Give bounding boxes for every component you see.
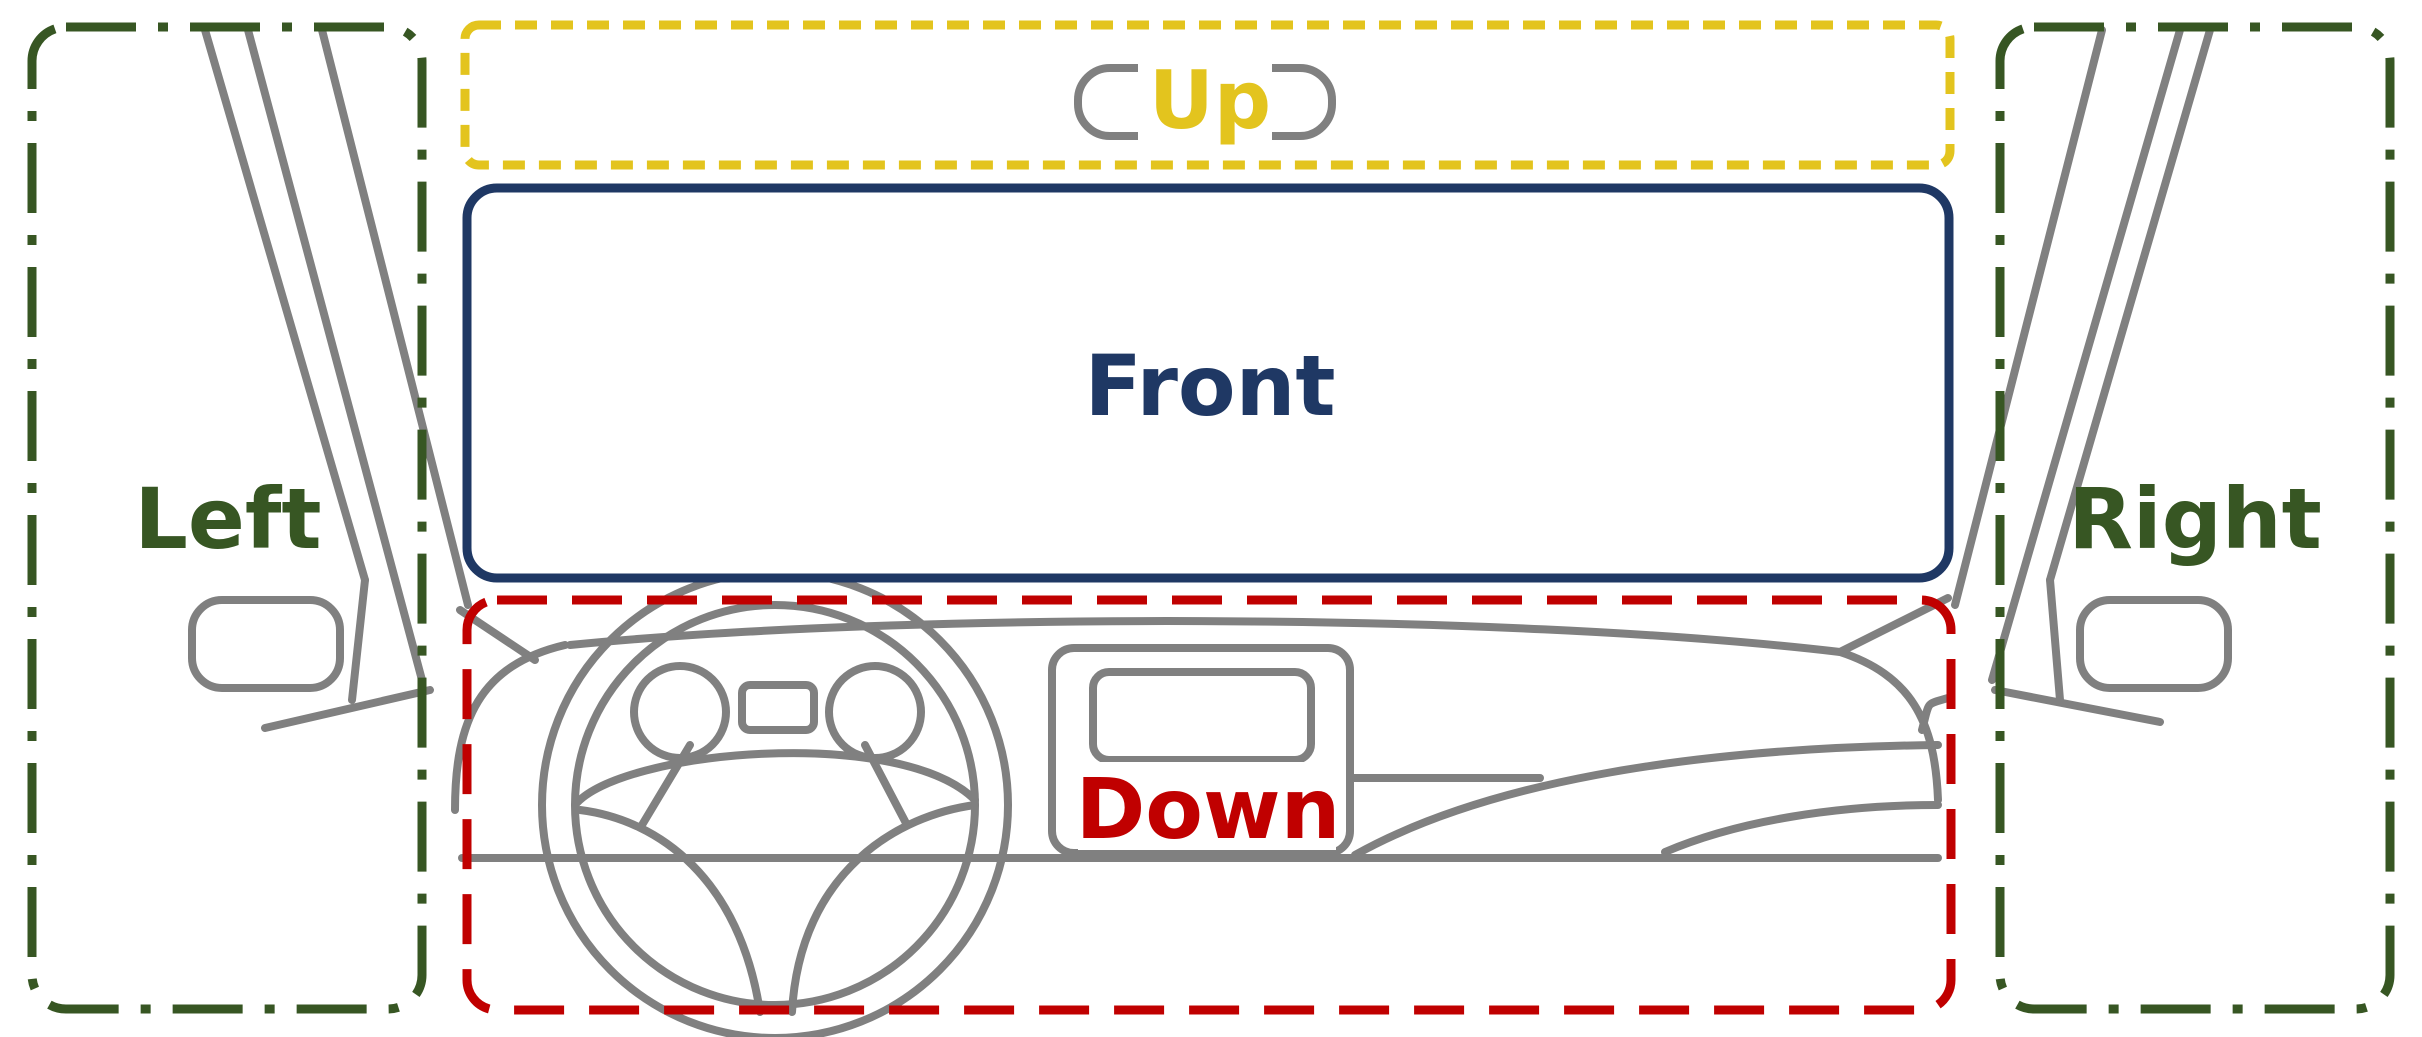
left-label: Left: [134, 470, 321, 568]
right-region-box: [1995, 22, 2395, 1014]
right-gauge: [825, 662, 925, 762]
down-label: Down: [1076, 760, 1341, 858]
down-label-backdrop: [1078, 762, 1336, 850]
front-region-box: [462, 183, 1954, 583]
left-region-box: [27, 22, 427, 1014]
center-console: [1048, 644, 1354, 857]
left-side-mirror: [188, 596, 344, 692]
right-a-pillar: [1951, 26, 2214, 704]
down-region-box: [462, 595, 1956, 1015]
gauge-center-display: [738, 681, 818, 734]
steering-wheel: [538, 568, 1012, 1037]
up-label-backdrop: [1138, 62, 1272, 142]
car-interior-drawing: [188, 26, 2232, 1037]
left-a-pillar: [201, 26, 472, 704]
center-screen: [1089, 668, 1315, 764]
left-gauge: [630, 662, 730, 762]
up-label: Up: [1149, 54, 1271, 147]
up-region-box: [460, 20, 1955, 170]
front-label: Front: [1084, 337, 1335, 435]
right-label: Right: [2068, 470, 2322, 568]
dashboard-left-end: [451, 641, 569, 814]
dashboard-right-end: [1836, 648, 1952, 804]
right-side-mirror: [2076, 596, 2232, 692]
